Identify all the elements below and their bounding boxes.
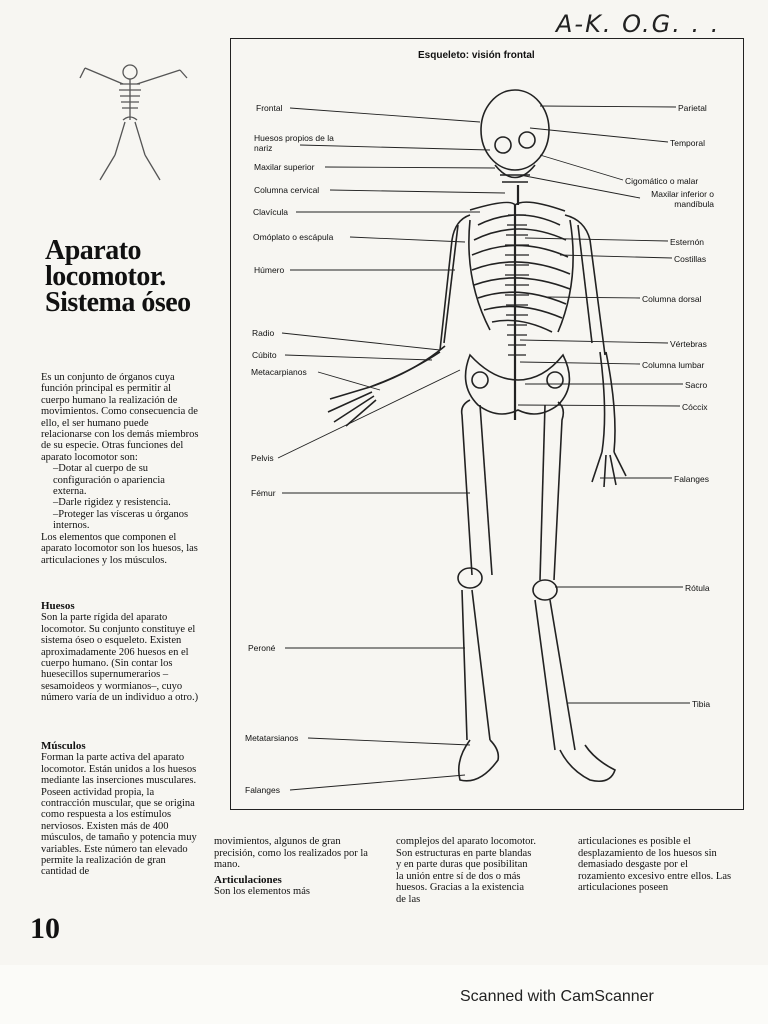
intro-paragraph: Es un conjunto de órganos cuya función p…	[41, 372, 201, 566]
column-4: articulaciones es posible el desplazamie…	[578, 836, 732, 893]
huesos-title: Huesos	[41, 600, 75, 612]
intro-end: Los elementos que componen el aparato lo…	[41, 531, 198, 566]
label-rotula: Rótula	[685, 583, 710, 593]
label-tibia: Tibia	[692, 699, 711, 709]
label-temporal: Temporal	[670, 138, 705, 148]
intro-item-1: –Dotar al cuerpo de su configuración o a…	[53, 463, 165, 498]
musculos-title: Músculos	[41, 740, 86, 752]
camscanner-footer: Scanned with CamScanner	[460, 988, 654, 1005]
label-metacarpianos: Metacarpianos	[251, 367, 307, 377]
intro-text: Es un conjunto de órganos cuya función p…	[41, 372, 199, 463]
label-pelvis: Pelvis	[251, 453, 274, 463]
skeleton-diagram-frame	[230, 38, 744, 810]
label-parietal: Parietal	[678, 103, 707, 113]
label-metatarsianos: Metatarsianos	[245, 733, 299, 743]
label-maxilar-superior: Maxilar superior	[254, 162, 315, 172]
label-maxilar-inferior: Maxilar inferior o mandíbula	[651, 189, 714, 209]
handwritten-note: A-K. O.G. . .	[556, 10, 721, 38]
label-costillas: Costillas	[674, 254, 707, 264]
label-esternon: Esternón	[670, 237, 705, 247]
label-cubito: Cúbito	[252, 350, 277, 360]
label-femur: Fémur	[251, 488, 276, 498]
label-sacro: Sacro	[685, 380, 708, 390]
label-perone: Peroné	[248, 643, 276, 653]
label-humero: Húmero	[254, 265, 285, 275]
label-falanges-mano: Falanges	[674, 474, 709, 484]
label-leader-lines	[277, 105, 690, 791]
scanned-page: A-K. O.G. . . Esqueleto: visión frontal	[30, 10, 744, 945]
small-skeleton-figure	[79, 64, 188, 181]
huesos-text: Son la parte rígida del aparato locomoto…	[41, 612, 199, 704]
page-heading: Aparato locomotor. Sistema óseo	[45, 235, 191, 318]
label-vertebras: Vértebras	[670, 339, 707, 349]
intro-item-3: –Proteger las vísceras u órganos interno…	[53, 508, 189, 532]
huesos-section: Huesos Son la parte rígida del aparato l…	[41, 600, 201, 704]
label-coccix: Cóccix	[682, 402, 708, 412]
label-huesos-nariz: Huesos propios de la nariz	[254, 133, 334, 153]
intro-item-2: –Darle rigidez y resistencia.	[53, 497, 171, 509]
column-2: movimientos, algunos de gran precisión, …	[214, 836, 374, 898]
musculos-text: Forman la parte activa del aparato locom…	[41, 752, 197, 878]
label-columna-cervical: Columna cervical	[254, 185, 320, 195]
col2-text2: Son los elementos más	[214, 886, 310, 897]
skeleton-illustration	[327, 89, 627, 783]
label-omoplato: Omóplato o escápula	[253, 232, 334, 242]
label-frontal: Frontal	[256, 103, 283, 113]
diagram-title: Esqueleto: visión frontal	[418, 50, 535, 61]
column-3: complejos del aparato locomotor. Son est…	[396, 836, 536, 905]
musculos-section: Músculos Forman la parte activa del apar…	[41, 740, 201, 878]
label-falanges-pie: Falanges	[245, 785, 280, 795]
articulaciones-title: Articulaciones	[214, 873, 282, 886]
label-clavicula: Clavícula	[253, 207, 288, 217]
label-columna-dorsal: Columna dorsal	[642, 294, 702, 304]
label-cigomatico: Cigomático o malar	[625, 176, 699, 186]
label-columna-lumbar: Columna lumbar	[642, 360, 705, 370]
page-number: 10	[30, 912, 60, 945]
col2-text: movimientos, algunos de gran precisión, …	[214, 836, 368, 870]
label-radio: Radio	[252, 328, 275, 338]
